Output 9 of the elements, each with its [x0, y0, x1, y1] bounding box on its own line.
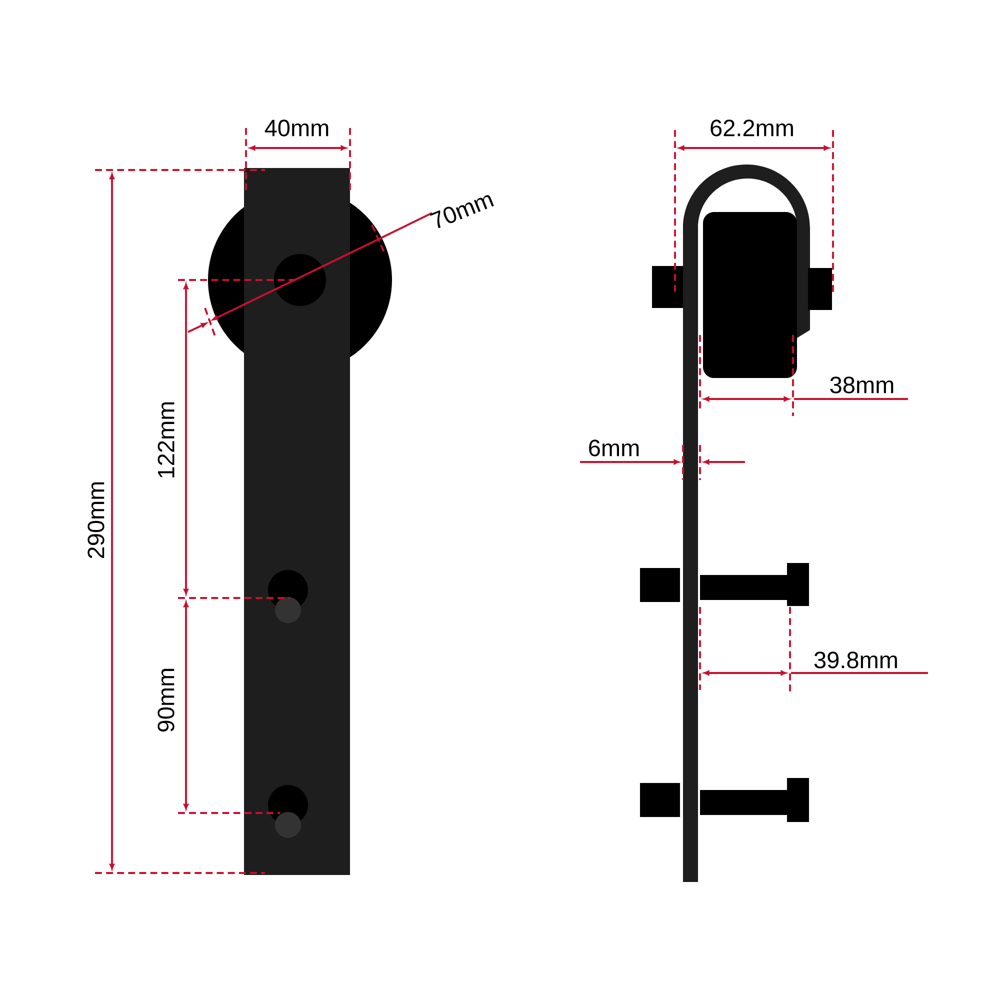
dimension-label: 6mm [589, 440, 639, 456]
dimension-label: 122mm [158, 402, 174, 478]
dimension-label: 62.2mm [710, 120, 793, 136]
dimension-label: 290mm [88, 482, 104, 558]
dimension-label: 70mm [430, 195, 494, 228]
dimension-label: 39.8mm [814, 652, 897, 668]
dimension-label: 90mm [158, 668, 174, 732]
dimension-label: 40mm [264, 120, 328, 136]
dimension-label: 38mm [830, 376, 894, 394]
